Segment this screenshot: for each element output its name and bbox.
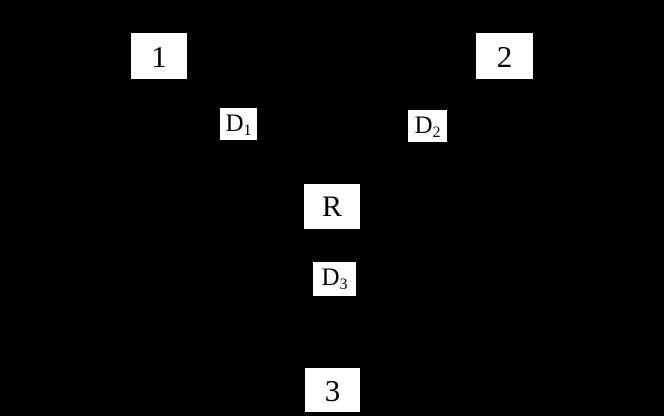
node-r[interactable]: R <box>304 184 360 229</box>
edge-label-d1-subscript: 1 <box>243 122 252 139</box>
edge-label-d2-subscript: 2 <box>432 124 441 141</box>
edge-label-d2-main: D <box>414 112 433 139</box>
node-1-label: 1 <box>151 38 167 74</box>
edge-label-d1-main: D <box>225 110 244 137</box>
edge-label-d3-subscript: 3 <box>339 276 348 293</box>
node-r-label: R <box>321 189 342 223</box>
node-2[interactable]: 2 <box>476 33 533 79</box>
node-3-label: 3 <box>324 372 341 408</box>
node-2-label: 2 <box>496 38 513 74</box>
edge-label-d3-main: D <box>321 264 340 291</box>
node-1[interactable]: 1 <box>131 33 187 79</box>
node-3[interactable]: 3 <box>305 368 360 412</box>
